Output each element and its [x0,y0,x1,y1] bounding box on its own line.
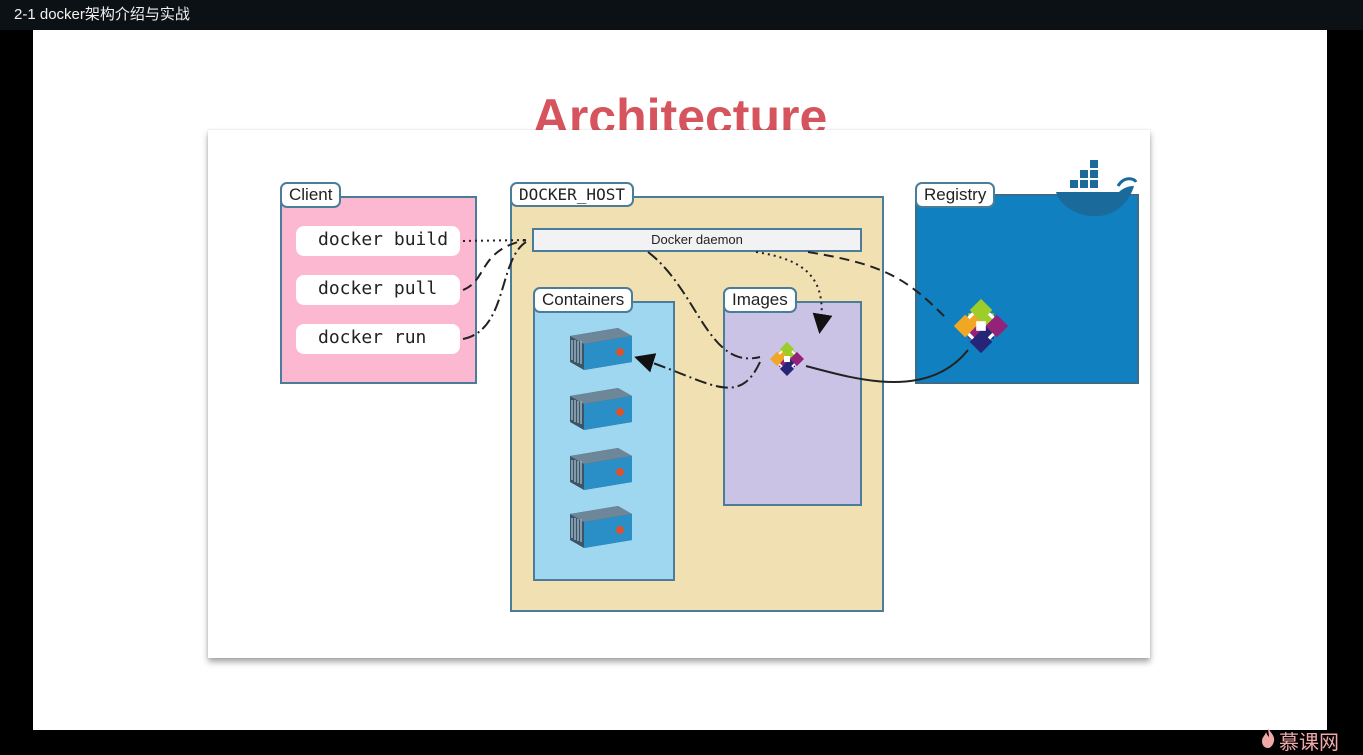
client-label: Client [280,182,342,208]
pull-image-line [805,349,969,383]
run-image-arrow [647,251,761,360]
docker-host-label: DOCKER_HOST [510,182,634,207]
architecture-diagram: Client docker build docker pull docker r… [208,130,1150,658]
pull-registry-arrow [807,251,949,321]
build-connector [462,239,527,242]
centos-logo-icon [952,297,1010,355]
docker-whale-icon [1056,160,1138,217]
watermark-text: 慕课网 [1279,730,1339,754]
containers-label: Containers [533,287,634,313]
container-icon [569,505,633,549]
registry-label: Registry [915,182,996,208]
container-icon [569,327,633,371]
run-container-arrow [634,353,761,389]
window-titlebar: 2-1 docker架构介绍与实战 [0,0,1363,30]
run-connector [462,241,527,340]
centos-logo-icon [769,341,805,377]
container-icon [569,447,633,491]
build-image-arrow [755,251,833,334]
cmd-docker-build: docker build [296,226,460,256]
pull-connector [462,239,527,291]
container-icon [569,387,633,431]
cmd-docker-pull: docker pull [296,275,460,305]
images-label: Images [723,287,797,313]
docker-daemon-bar: Docker daemon [532,228,862,252]
window-title: 2-1 docker架构介绍与实战 [14,6,190,23]
images-box [723,301,862,506]
registry-box [915,194,1139,384]
flame-icon [1262,728,1275,748]
cmd-docker-run: docker run [296,324,460,354]
slide: Architecture Client docker build docker … [33,30,1339,754]
diagram-graphics [462,160,1138,549]
